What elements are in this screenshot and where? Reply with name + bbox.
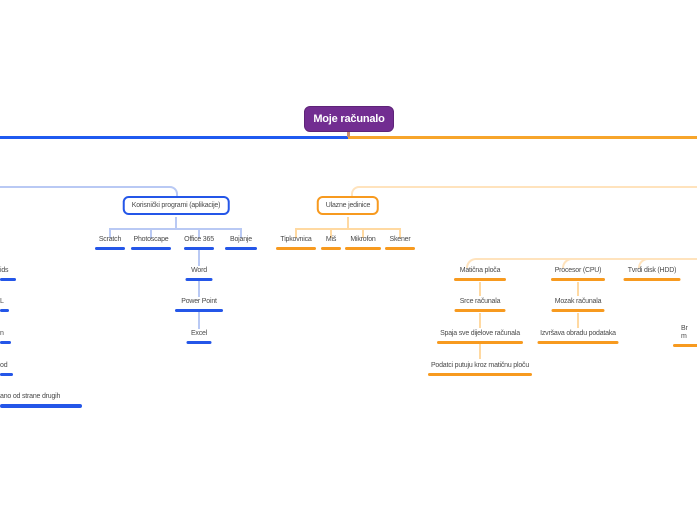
node-photoscape[interactable]: Photoscape <box>131 235 171 250</box>
node-underline <box>454 278 506 281</box>
clipped-node-left-1[interactable]: ids <box>0 266 16 281</box>
node-podatci-putuju[interactable]: Podatci putuju kroz matičnu ploču <box>428 361 532 376</box>
node-skener[interactable]: Skener <box>385 235 415 250</box>
inputs-branch-label: Ulazne jedinice <box>325 202 371 209</box>
motherboard-chain-link-3 <box>479 344 481 359</box>
node-scratch[interactable]: Scratch <box>95 235 125 250</box>
clipped-node-left-3[interactable]: n <box>0 329 11 344</box>
apps-branch-label: Korisnički programi (aplikacije) <box>131 202 221 209</box>
node-underline <box>175 309 223 312</box>
node-underline <box>276 247 316 250</box>
inputs-child-drop-3 <box>362 228 364 238</box>
office-chain-link-2 <box>198 281 200 297</box>
node-underline <box>345 247 381 250</box>
node-underline <box>185 278 213 281</box>
clipped-node-left-4[interactable]: od <box>0 361 13 376</box>
main-line-right <box>348 136 697 139</box>
inputs-child-drop-4 <box>399 228 401 238</box>
node-spaja-sve-dijelove[interactable]: Spaja sve dijelove računala <box>437 329 523 344</box>
node-bojanje[interactable]: Bojanje <box>225 235 257 250</box>
node-underline <box>673 344 697 347</box>
inputs-box-down-connector <box>347 217 349 229</box>
motherboard-chain-link-2 <box>479 313 481 328</box>
node-underline <box>131 247 171 250</box>
node-underline <box>428 373 532 376</box>
node-underline <box>537 341 619 344</box>
apps-children-rail <box>110 228 242 230</box>
clipped-node-left-2[interactable]: L <box>0 297 9 312</box>
office-chain-link-1 <box>198 250 200 266</box>
node-procesor-cpu[interactable]: Procesor (CPU) <box>551 266 605 281</box>
node-underline <box>551 278 605 281</box>
hardware-rail-curve-cpu <box>562 258 697 268</box>
apps-child-drop-2 <box>150 228 152 238</box>
apps-branch-connector <box>0 186 178 199</box>
node-office-365[interactable]: Office 365 <box>184 235 214 250</box>
node-underline <box>186 341 212 344</box>
node-word[interactable]: Word <box>185 266 213 281</box>
inputs-branch-box[interactable]: Ulazne jedinice <box>316 196 380 215</box>
inputs-child-drop-1 <box>295 228 297 238</box>
node-excel[interactable]: Excel <box>186 329 212 344</box>
clipped-node-right-label: Br m <box>681 325 688 340</box>
node-underline <box>454 309 506 312</box>
node-izvrsava-obradu[interactable]: Izvršava obradu podataka <box>537 329 619 344</box>
node-underline <box>385 247 415 250</box>
office-chain-link-3 <box>198 312 200 329</box>
node-mozak-racunala[interactable]: Mozak računala <box>551 297 605 312</box>
apps-child-drop-3 <box>198 228 200 238</box>
node-srce-racunala[interactable]: Srce računala <box>454 297 506 312</box>
cpu-chain-link-1 <box>577 282 579 296</box>
apps-box-down-connector <box>175 217 177 229</box>
clipped-node-left-5[interactable]: ano od strane drugih <box>0 392 82 408</box>
node-underline <box>225 247 257 250</box>
inputs-children-rail <box>296 228 401 230</box>
node-mikrofon[interactable]: Mikrofon <box>345 235 381 250</box>
node-underline <box>184 247 214 250</box>
node-tvrdi-disk-hdd[interactable]: Tvrdi disk (HDD) <box>623 266 681 281</box>
node-underline <box>0 373 13 376</box>
node-maticna-ploca[interactable]: Matična ploča <box>454 266 506 281</box>
cpu-chain-link-2 <box>577 313 579 328</box>
node-underline <box>0 278 16 281</box>
main-line-left <box>0 136 348 139</box>
node-underline <box>95 247 125 250</box>
node-underline <box>0 309 9 312</box>
apps-branch-box[interactable]: Korisnički programi (aplikacije) <box>122 196 230 215</box>
node-underline <box>551 309 605 312</box>
node-underline <box>623 278 681 281</box>
node-mis[interactable]: Miš <box>321 235 341 250</box>
inputs-branch-connector <box>351 186 697 199</box>
apps-child-drop-4 <box>240 228 242 238</box>
node-underline <box>0 341 11 344</box>
root-node-label: Moje računalo <box>313 113 385 125</box>
apps-child-drop-1 <box>109 228 111 238</box>
clipped-node-right[interactable]: Br m <box>673 325 697 347</box>
inputs-child-drop-2 <box>330 228 332 238</box>
node-underline <box>321 247 341 250</box>
root-node[interactable]: Moje računalo <box>304 106 394 132</box>
node-underline <box>0 404 82 408</box>
motherboard-chain-link-1 <box>479 282 481 296</box>
node-power-point[interactable]: Power Point <box>175 297 223 312</box>
node-underline <box>437 341 523 344</box>
node-tipkovnica[interactable]: Tipkovnica <box>276 235 316 250</box>
root-stem-connector <box>347 131 350 137</box>
hardware-rail-curve-hdd <box>638 258 697 268</box>
